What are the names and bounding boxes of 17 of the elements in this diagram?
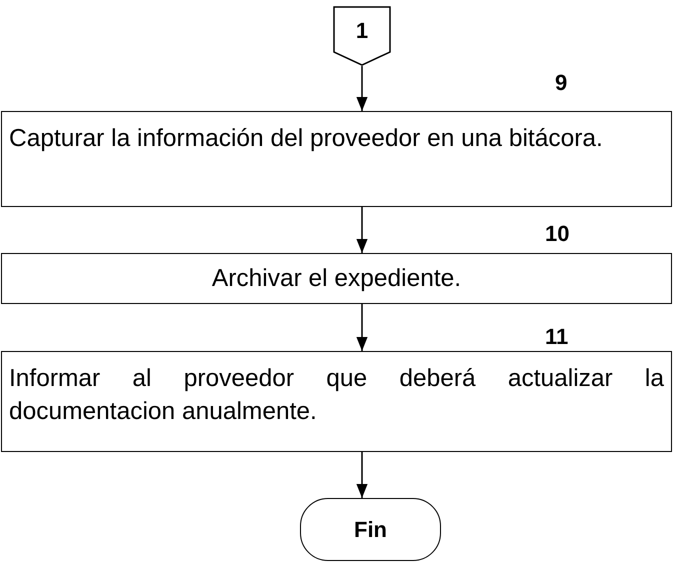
process-text: Capturar la información del proveedor en una bitácora. (9, 124, 603, 154)
arrow (356, 304, 368, 351)
arrow (356, 66, 368, 111)
arrow (356, 207, 368, 253)
arrow (356, 452, 368, 498)
connector-number: 1 (354, 20, 370, 42)
process-text: Archivar el expediente. (212, 264, 462, 294)
off-page-connector (333, 6, 391, 66)
step-number: 11 (545, 326, 568, 348)
process-box (1, 253, 672, 304)
process-text: Informar al proveedor que deberá actualizar la documentacion anualmente. (9, 364, 664, 427)
process-box (1, 111, 672, 207)
step-number: 10 (545, 223, 570, 245)
process-box (1, 351, 672, 452)
terminal-shape (300, 498, 441, 561)
terminal-label: Fin (354, 516, 387, 544)
step-number: 9 (555, 72, 568, 94)
